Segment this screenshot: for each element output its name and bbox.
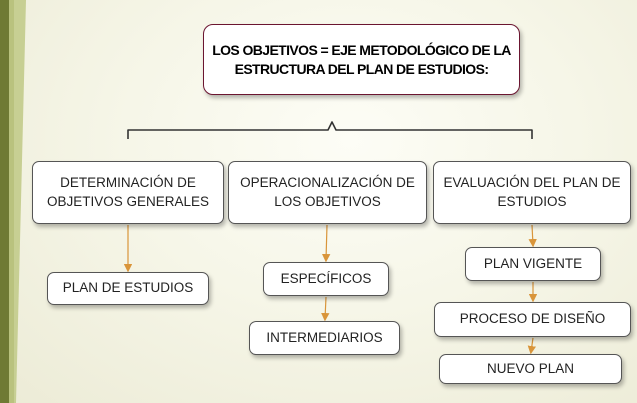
- column-label: DETERMINACIÓN DE OBJETIVOS GENERALES: [46, 175, 210, 209]
- arrow-col3-item2-to-item3: [527, 337, 537, 355]
- item-label: PLAN VIGENTE: [483, 255, 583, 271]
- item-label: NUEVO PLAN: [486, 360, 575, 376]
- item-label: ESPECÍFICOS: [280, 270, 372, 286]
- title-box: LOS OBJETIVOS = EJE METODOLÓGICO DE LA E…: [203, 24, 520, 95]
- column-box-operacionalizacion: OPERACIONALIZACIÓN DE LOS OBJETIVOS: [228, 161, 427, 224]
- left-stripe-dark: [0, 0, 9, 403]
- brace-connector: [127, 121, 533, 139]
- item-box-intermediarios: INTERMEDIARIOS: [249, 321, 400, 355]
- item-box-nuevo-plan: NUEVO PLAN: [439, 354, 622, 384]
- wedge-shape: [14, 0, 26, 403]
- item-box-plan-vigente: PLAN VIGENTE: [465, 247, 601, 281]
- left-stripe-light: [9, 0, 14, 403]
- column-label: OPERACIONALIZACIÓN DE LOS OBJETIVOS: [240, 175, 415, 209]
- item-box-plan-de-estudios: PLAN DE ESTUDIOS: [47, 272, 209, 305]
- item-label: PLAN DE ESTUDIOS: [62, 280, 194, 296]
- column-label: EVALUACIÓN DEL PLAN DE ESTUDIOS: [443, 175, 621, 209]
- title-text: LOS OBJETIVOS = EJE METODOLÓGICO DE LA E…: [212, 41, 511, 77]
- arrow-col2-to-item1: [321, 224, 331, 263]
- arrow-col3-to-item1: [528, 224, 537, 248]
- arrow-col2-item1-to-item2: [321, 296, 330, 322]
- item-label: PROCESO DE DISEÑO: [459, 311, 606, 327]
- item-label: INTERMEDIARIOS: [266, 329, 383, 345]
- item-box-proceso-de-diseno: PROCESO DE DISEÑO: [434, 302, 631, 337]
- item-box-especificos: ESPECÍFICOS: [263, 262, 389, 296]
- column-box-determinacion: DETERMINACIÓN DE OBJETIVOS GENERALES: [32, 161, 224, 224]
- column-box-evaluacion: EVALUACIÓN DEL PLAN DE ESTUDIOS: [433, 161, 631, 224]
